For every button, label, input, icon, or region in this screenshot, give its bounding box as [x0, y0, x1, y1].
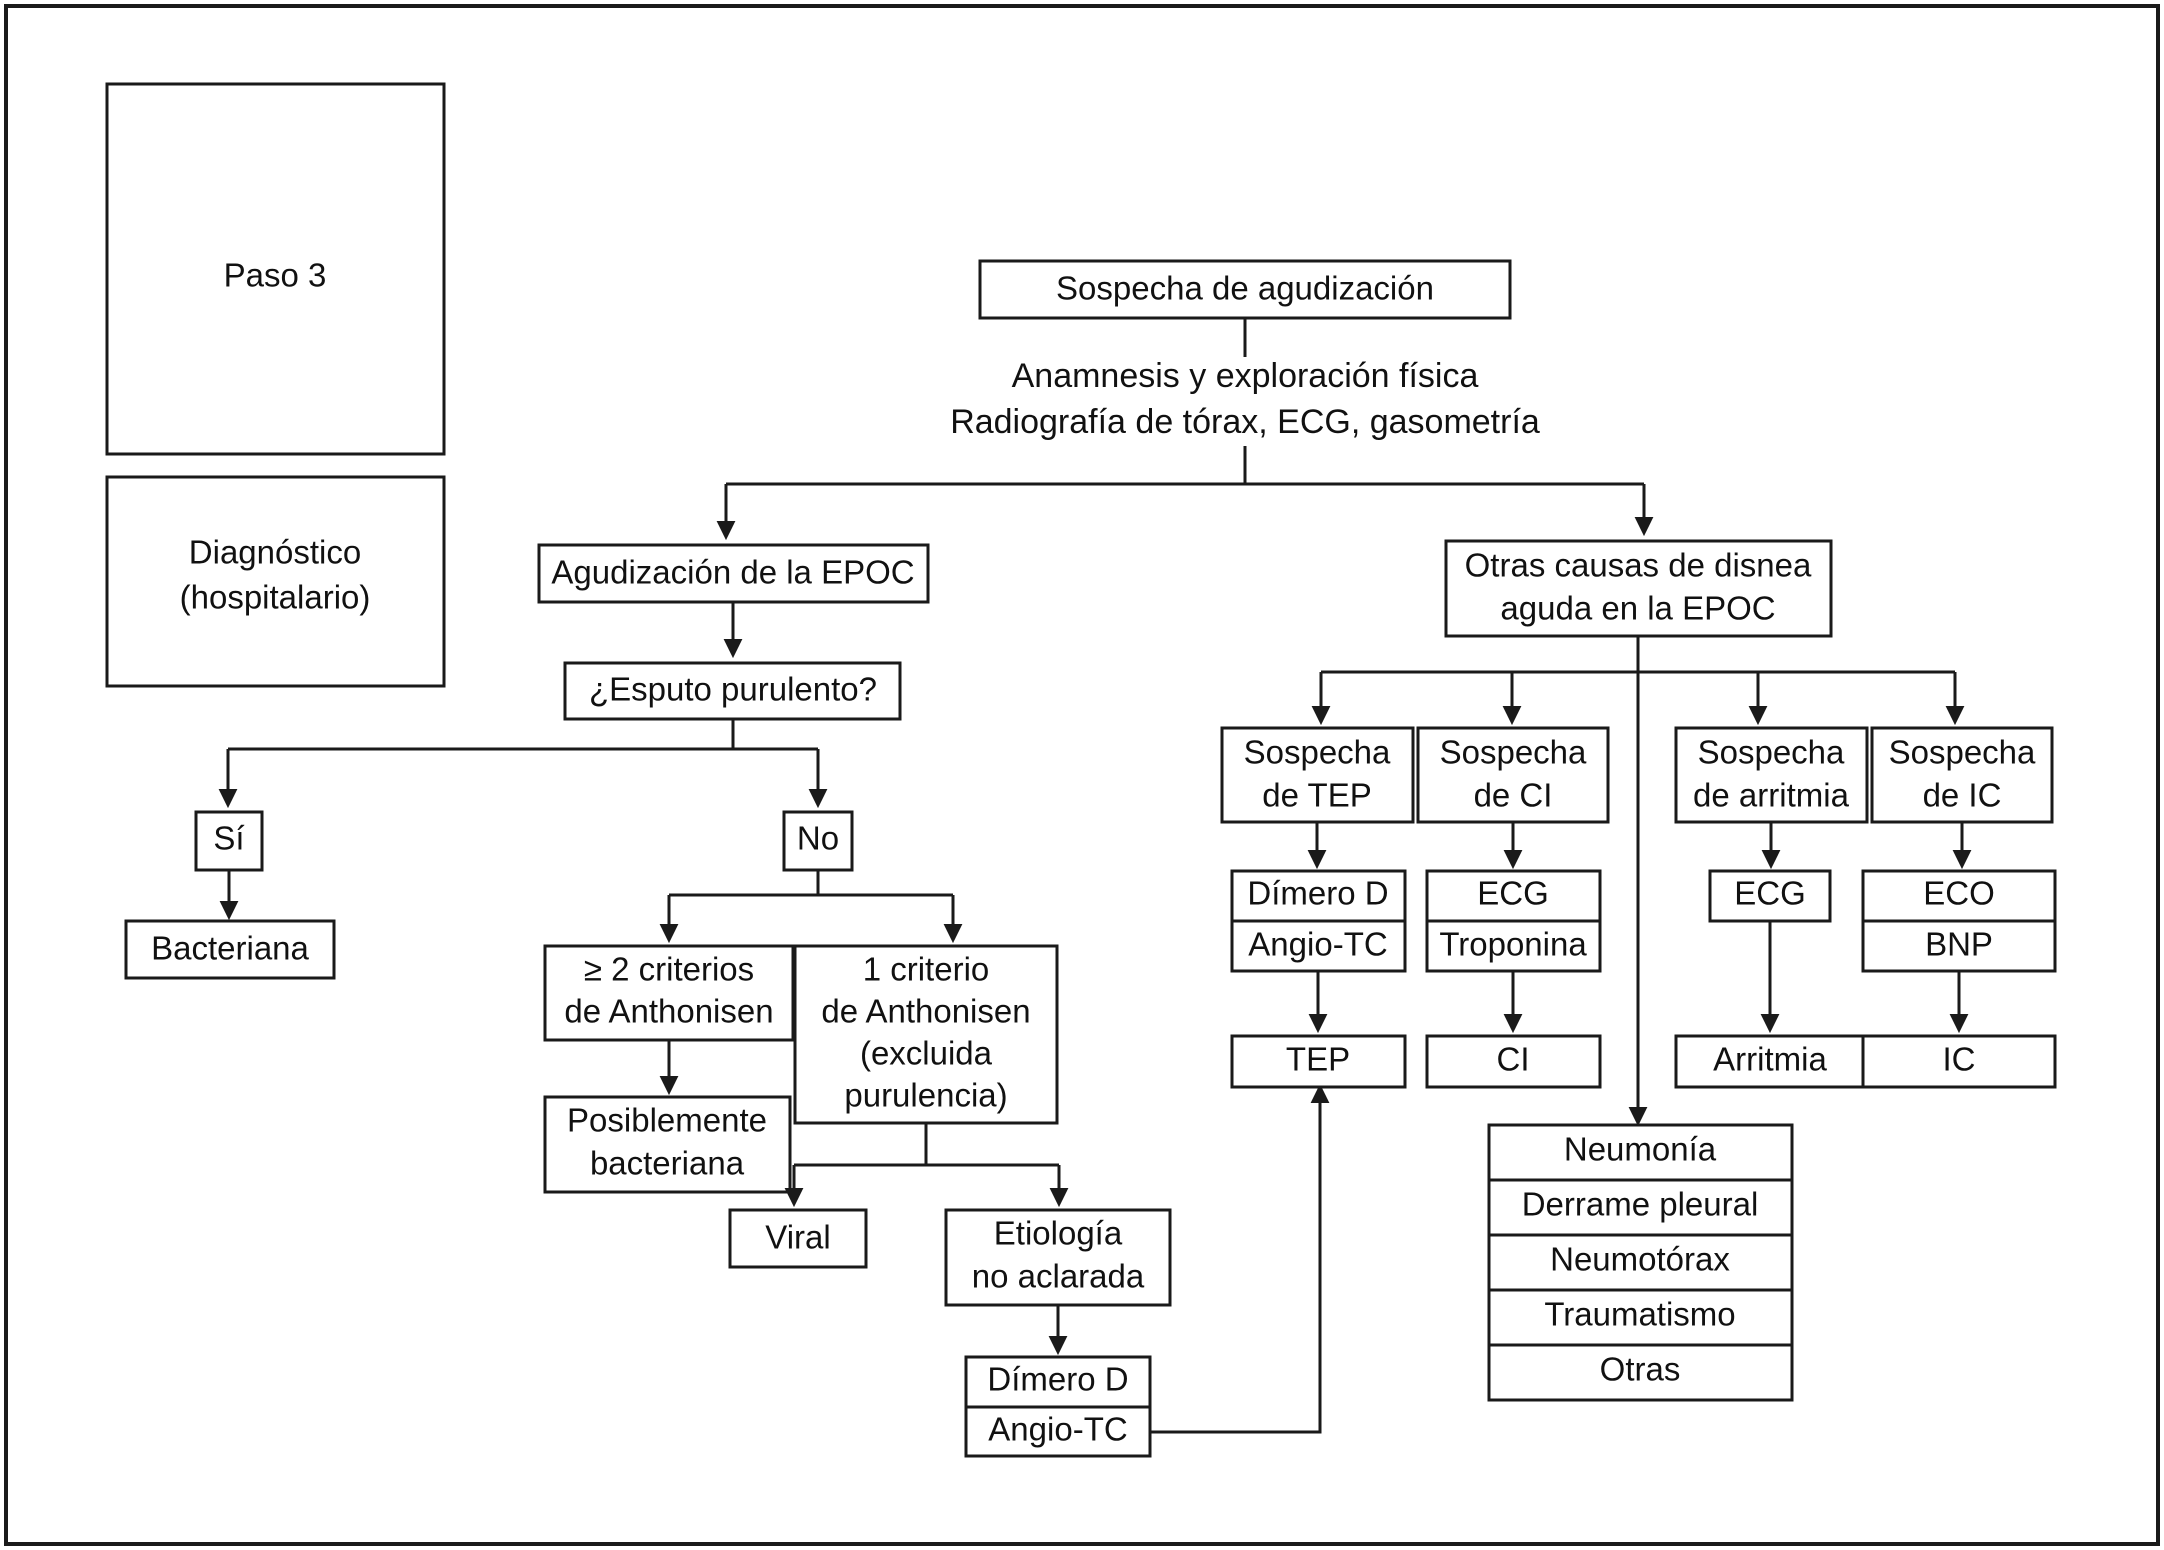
other-causes-item-1: Derrame pleural: [1522, 1186, 1759, 1223]
test-tep-item-0: Dímero D: [1247, 875, 1388, 912]
result-bacterial-box: [124, 919, 336, 980]
other-causes-item-3: Traumatismo: [1544, 1296, 1735, 1333]
outcome-ci-box: [1425, 1034, 1602, 1089]
result-possibly-bacterial-line2: bacteriana: [590, 1145, 745, 1182]
test-ci-item-0: ECG: [1477, 875, 1549, 912]
result-possibly-bacterial-line1: Posiblemente: [567, 1102, 767, 1139]
suspicion-tep-box: [1220, 726, 1415, 824]
suspicion-ic-line2: de IC: [1923, 777, 2002, 814]
connector-angio-to-tep: [1150, 1083, 1330, 1434]
workup-line1: Anamnesis y exploración física: [1012, 357, 1479, 395]
other-causes-list-box: [1487, 1123, 1794, 1402]
outcome-ic-box: [1861, 1034, 2057, 1089]
test-arritmia-item-0: ECG: [1734, 875, 1806, 912]
outcome-ic-text: IC: [1943, 1041, 1976, 1078]
anthonisen-1-box: [793, 944, 1059, 1125]
anthonisen-ge2-line1: ≥ 2 criterios: [584, 951, 754, 988]
result-unclear-box: [944, 1208, 1172, 1307]
suspicion-ci-line2: de CI: [1474, 777, 1553, 814]
test-left-angio-text: Angio-TC: [988, 1411, 1127, 1448]
branch-left-box: [537, 543, 930, 604]
suspicion-ci-line1: Sospecha: [1440, 734, 1587, 771]
anthonisen-1-line3: (excluida: [860, 1035, 993, 1072]
branch-left-text: Agudización de la EPOC: [551, 554, 914, 591]
level-label-line1: Diagnóstico: [189, 534, 361, 571]
other-causes-item-4: Otras: [1600, 1351, 1681, 1388]
branch-right-line1: Otras causas de disnea: [1465, 547, 1812, 584]
anthonisen-ge2-line2: de Anthonisen: [564, 993, 773, 1030]
stage-label-box: [105, 82, 446, 456]
suspicion-tep-line1: Sospecha: [1244, 734, 1391, 771]
test-ic-item-0: ECO: [1923, 875, 1995, 912]
branch-right-line2: aguda en la EPOC: [1500, 590, 1775, 627]
anthonisen-1-line2: de Anthonisen: [821, 993, 1030, 1030]
root-box: [978, 259, 1512, 320]
test-ic-item-1: BNP: [1925, 926, 1993, 963]
other-causes-item-2: Neumotórax: [1550, 1241, 1730, 1278]
result-viral-text: Viral: [765, 1219, 830, 1256]
outcome-tep-text: TEP: [1286, 1041, 1350, 1078]
anthonisen-1-line1: 1 criterio: [863, 951, 990, 988]
question-sputum-text: ¿Esputo purulento?: [589, 671, 877, 708]
test-left-dimer-text: Dímero D: [987, 1361, 1128, 1398]
result-bacterial-text: Bacteriana: [151, 930, 309, 967]
other-causes-item-0: Neumonía: [1564, 1131, 1717, 1168]
workup-line2: Radiografía de tórax, ECG, gasometría: [950, 403, 1540, 441]
anthonisen-1-line4: purulencia): [844, 1077, 1007, 1114]
root-text: Sospecha de agudización: [1056, 270, 1434, 307]
outcome-tep-box: [1230, 1034, 1407, 1089]
outcome-arritmia-text: Arritmia: [1713, 1041, 1827, 1078]
result-unclear-line1: Etiología: [994, 1215, 1123, 1252]
anthonisen-ge2-box: [543, 944, 795, 1042]
branch-right-box: [1444, 539, 1833, 638]
stage-label-text: Paso 3: [224, 257, 327, 294]
suspicion-ic-line1: Sospecha: [1889, 734, 2036, 771]
answer-no-box: [782, 810, 854, 872]
answer-no-text: No: [797, 820, 839, 857]
suspicion-ci-box: [1416, 726, 1610, 824]
suspicion-ic-box: [1870, 726, 2054, 824]
answer-yes-text: Sí: [213, 820, 244, 857]
test-ci-item-1: Troponina: [1439, 926, 1587, 963]
suspicion-arritmia-line2: de arritmia: [1693, 777, 1850, 814]
level-label-line2: (hospitalario): [180, 579, 371, 616]
result-unclear-line2: no aclarada: [972, 1258, 1145, 1295]
outcome-ci-text: CI: [1497, 1041, 1530, 1078]
result-possibly-bacterial-box: [543, 1095, 792, 1194]
level-label-box: [105, 475, 446, 688]
suspicion-tep-line2: de TEP: [1262, 777, 1371, 814]
result-viral-box: [728, 1208, 868, 1269]
suspicion-arritmia-line1: Sospecha: [1698, 734, 1845, 771]
outer-frame: [4, 4, 2160, 1546]
test-tep-item-1: Angio-TC: [1248, 926, 1387, 963]
